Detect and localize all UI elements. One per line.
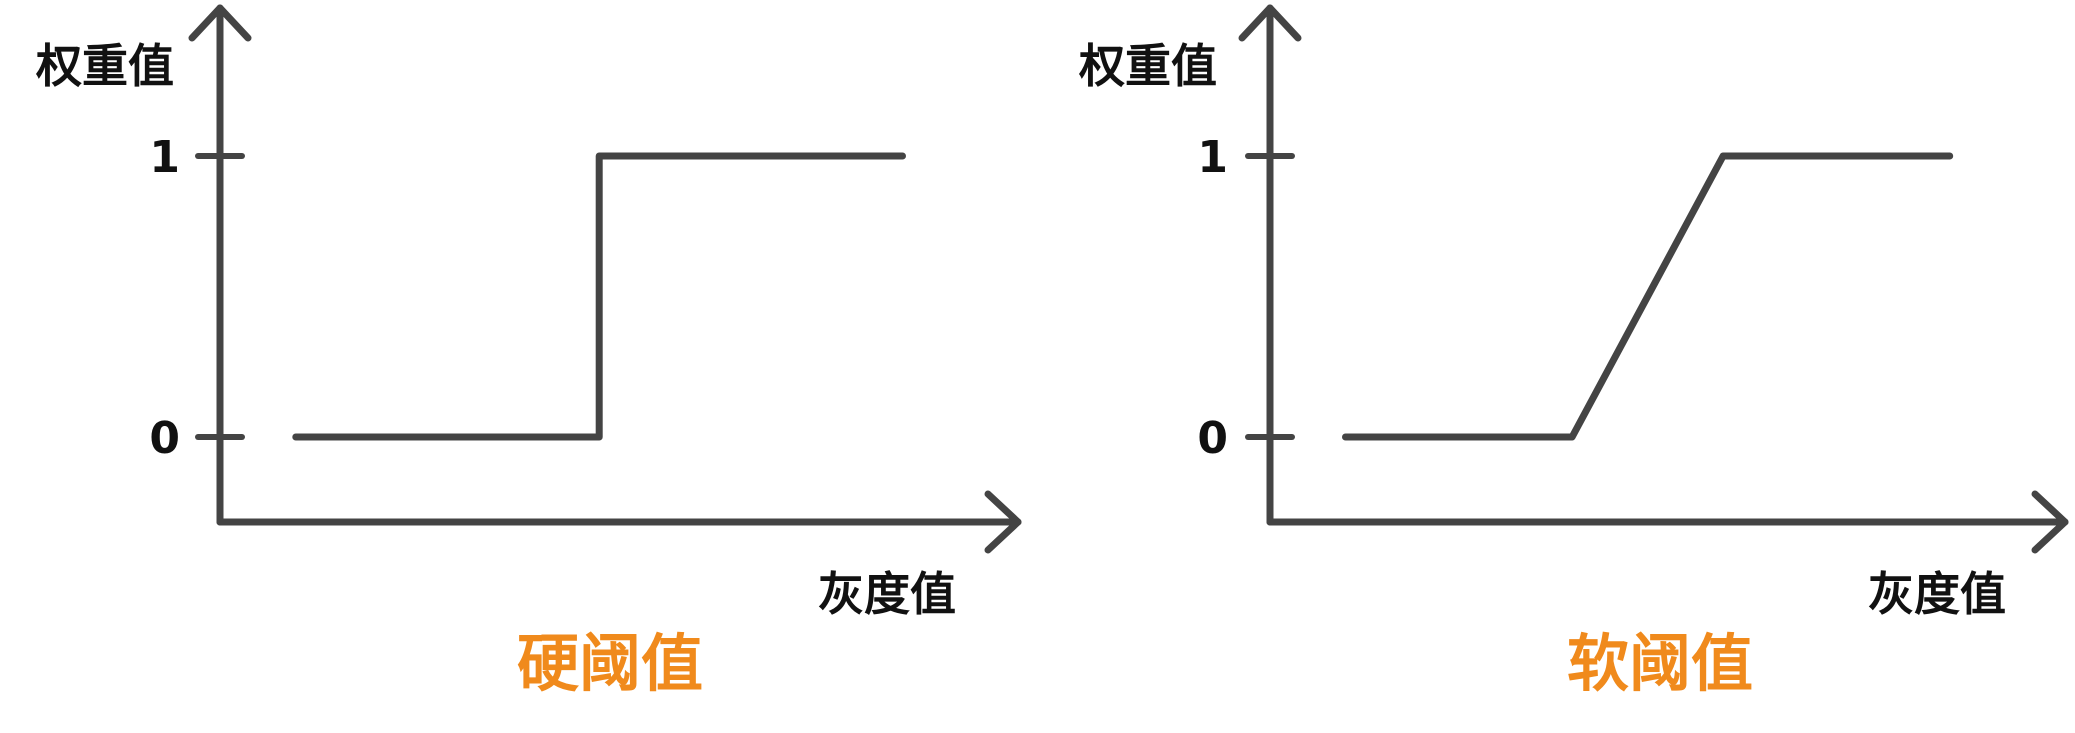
hard-ytick-label-1: 1 [149, 132, 180, 183]
hard-xlabel: 灰度值 [818, 567, 956, 621]
soft-x-axis-arrow [2031, 490, 2069, 554]
hard-ytick-label-0: 0 [149, 413, 180, 464]
soft-threshold-line [1342, 152, 1954, 441]
soft-ytick-label-0: 0 [1197, 413, 1228, 464]
hard-chart-title: 硬阈值 [517, 627, 703, 700]
hard-y-axis-arrow [188, 4, 252, 42]
soft-ytick-label-1: 1 [1197, 132, 1228, 183]
hard-ylabel: 权重值 [35, 39, 174, 93]
hard-x-axis-arrow [984, 490, 1022, 554]
soft-chart-title: 软阈值 [1567, 627, 1753, 700]
soft-ylabel: 权重值 [1078, 39, 1217, 93]
soft-xlabel: 灰度值 [1868, 567, 2006, 621]
soft-y-axis-arrow [1238, 4, 1302, 42]
hard-threshold-line [292, 152, 906, 441]
